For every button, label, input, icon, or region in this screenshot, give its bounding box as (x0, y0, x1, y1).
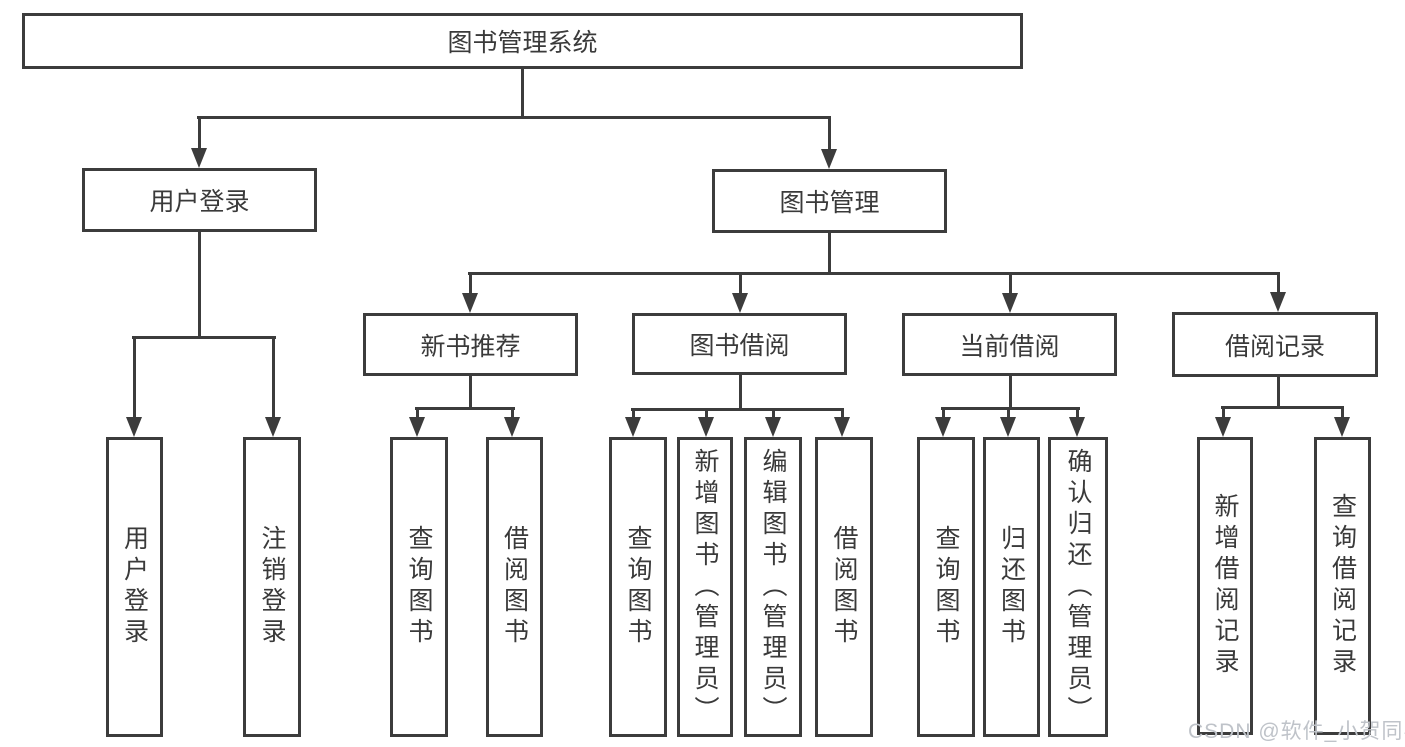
leaf-recommend-borrow-books-label: 借阅图书 (500, 525, 529, 649)
arrow-to-current-borrow (1002, 273, 1018, 313)
node-current-borrow-label: 当前借阅 (959, 332, 1060, 361)
connector-borrow-record-stub (1276, 377, 1280, 408)
arrow-to-leaf-cb-confirm (1069, 408, 1085, 437)
arrow-to-leaf-bb-borrow (834, 409, 850, 437)
connector-root-stub (520, 69, 524, 118)
arrow-to-leaf-logout (265, 337, 281, 437)
node-new-book-recommend-label: 新书推荐 (420, 332, 521, 361)
connector-level3-hline (468, 272, 1280, 275)
leaf-bb-edit-books-admin: 编辑图书（管理员） (744, 437, 802, 737)
node-current-borrow: 当前借阅 (902, 313, 1117, 376)
leaf-recommend-query-books-label: 查询图书 (405, 525, 433, 649)
arrow-to-book-mgmt (821, 117, 837, 169)
leaf-cb-query-books-label: 查询图书 (932, 525, 960, 649)
arrow-to-leaf-rec-query (409, 408, 425, 437)
connector-new-book-hline (415, 407, 515, 410)
connector-user-login-stub (197, 232, 201, 338)
node-book-mgmt: 图书管理 (712, 169, 947, 233)
leaf-br-add-record-label: 新增借阅记录 (1211, 493, 1239, 679)
leaf-cb-confirm-return-admin: 确认归还（管理员） (1048, 437, 1108, 737)
leaf-bb-edit-books-admin-label: 编辑图书（管理员） (759, 447, 787, 727)
leaf-bb-query-books-label: 查询图书 (624, 525, 652, 649)
connector-current-borrow-stub (1008, 376, 1012, 409)
connector-level2-hline (197, 116, 831, 119)
arrow-to-leaf-bb-query (625, 409, 641, 437)
arrow-to-user-login (191, 117, 207, 168)
arrow-to-leaf-br-add (1215, 407, 1231, 437)
node-user-login: 用户登录 (82, 168, 317, 232)
leaf-user-login-label: 用户登录 (120, 525, 149, 649)
leaf-user-login: 用户登录 (106, 437, 163, 737)
leaf-bb-add-books-admin-label: 新增图书（管理员） (691, 447, 719, 727)
leaf-logout-label: 注销登录 (258, 525, 286, 649)
arrow-to-book-borrow (732, 273, 748, 313)
arrow-to-leaf-br-query (1334, 407, 1350, 437)
leaf-cb-return-books-label: 归还图书 (997, 525, 1026, 649)
connector-new-book-stub (468, 376, 472, 410)
leaf-bb-query-books: 查询图书 (609, 437, 667, 737)
arrow-to-leaf-cb-query (935, 408, 951, 437)
arrow-to-leaf-user-login (126, 337, 142, 437)
leaf-cb-return-books: 归还图书 (983, 437, 1040, 737)
connector-user-login-hline (132, 336, 276, 339)
leaf-recommend-query-books: 查询图书 (390, 437, 448, 737)
leaf-br-query-record: 查询借阅记录 (1314, 437, 1371, 735)
connector-borrow-record-hline (1221, 406, 1344, 409)
node-user-login-label: 用户登录 (149, 188, 250, 216)
node-borrow-record: 借阅记录 (1172, 312, 1378, 377)
leaf-bb-borrow-books-label: 借阅图书 (830, 525, 858, 649)
csdn-watermark: CSDN @软件_小贺同学 (1188, 720, 1405, 743)
arrow-to-leaf-cb-return (1000, 408, 1016, 437)
arrow-to-leaf-bb-edit (765, 409, 781, 437)
node-root: 图书管理系统 (22, 13, 1023, 69)
node-book-borrow-label: 图书借阅 (689, 332, 790, 360)
leaf-recommend-borrow-books: 借阅图书 (486, 437, 543, 737)
connector-current-borrow-hline (941, 407, 1080, 410)
connector-book-borrow-hline (631, 408, 844, 411)
arrow-to-new-book (462, 273, 478, 313)
arrow-to-leaf-rec-borrow (504, 408, 520, 437)
node-new-book-recommend: 新书推荐 (363, 313, 578, 376)
leaf-bb-add-books-admin: 新增图书（管理员） (677, 437, 733, 737)
connector-book-borrow-stub (738, 375, 742, 410)
node-book-borrow: 图书借阅 (632, 313, 847, 375)
node-book-mgmt-label: 图书管理 (779, 189, 880, 217)
leaf-br-query-record-label: 查询借阅记录 (1328, 493, 1357, 679)
arrow-to-leaf-bb-add (698, 409, 714, 437)
node-root-label: 图书管理系统 (447, 29, 598, 57)
leaf-cb-confirm-return-admin-label: 确认归还（管理员） (1064, 447, 1092, 727)
leaf-bb-borrow-books: 借阅图书 (815, 437, 873, 737)
node-borrow-record-label: 借阅记录 (1224, 332, 1325, 361)
connector-book-mgmt-stub (827, 233, 831, 274)
leaf-cb-query-books: 查询图书 (917, 437, 975, 737)
leaf-logout: 注销登录 (243, 437, 301, 737)
arrow-to-borrow-record (1270, 273, 1286, 312)
leaf-br-add-record: 新增借阅记录 (1197, 437, 1253, 735)
